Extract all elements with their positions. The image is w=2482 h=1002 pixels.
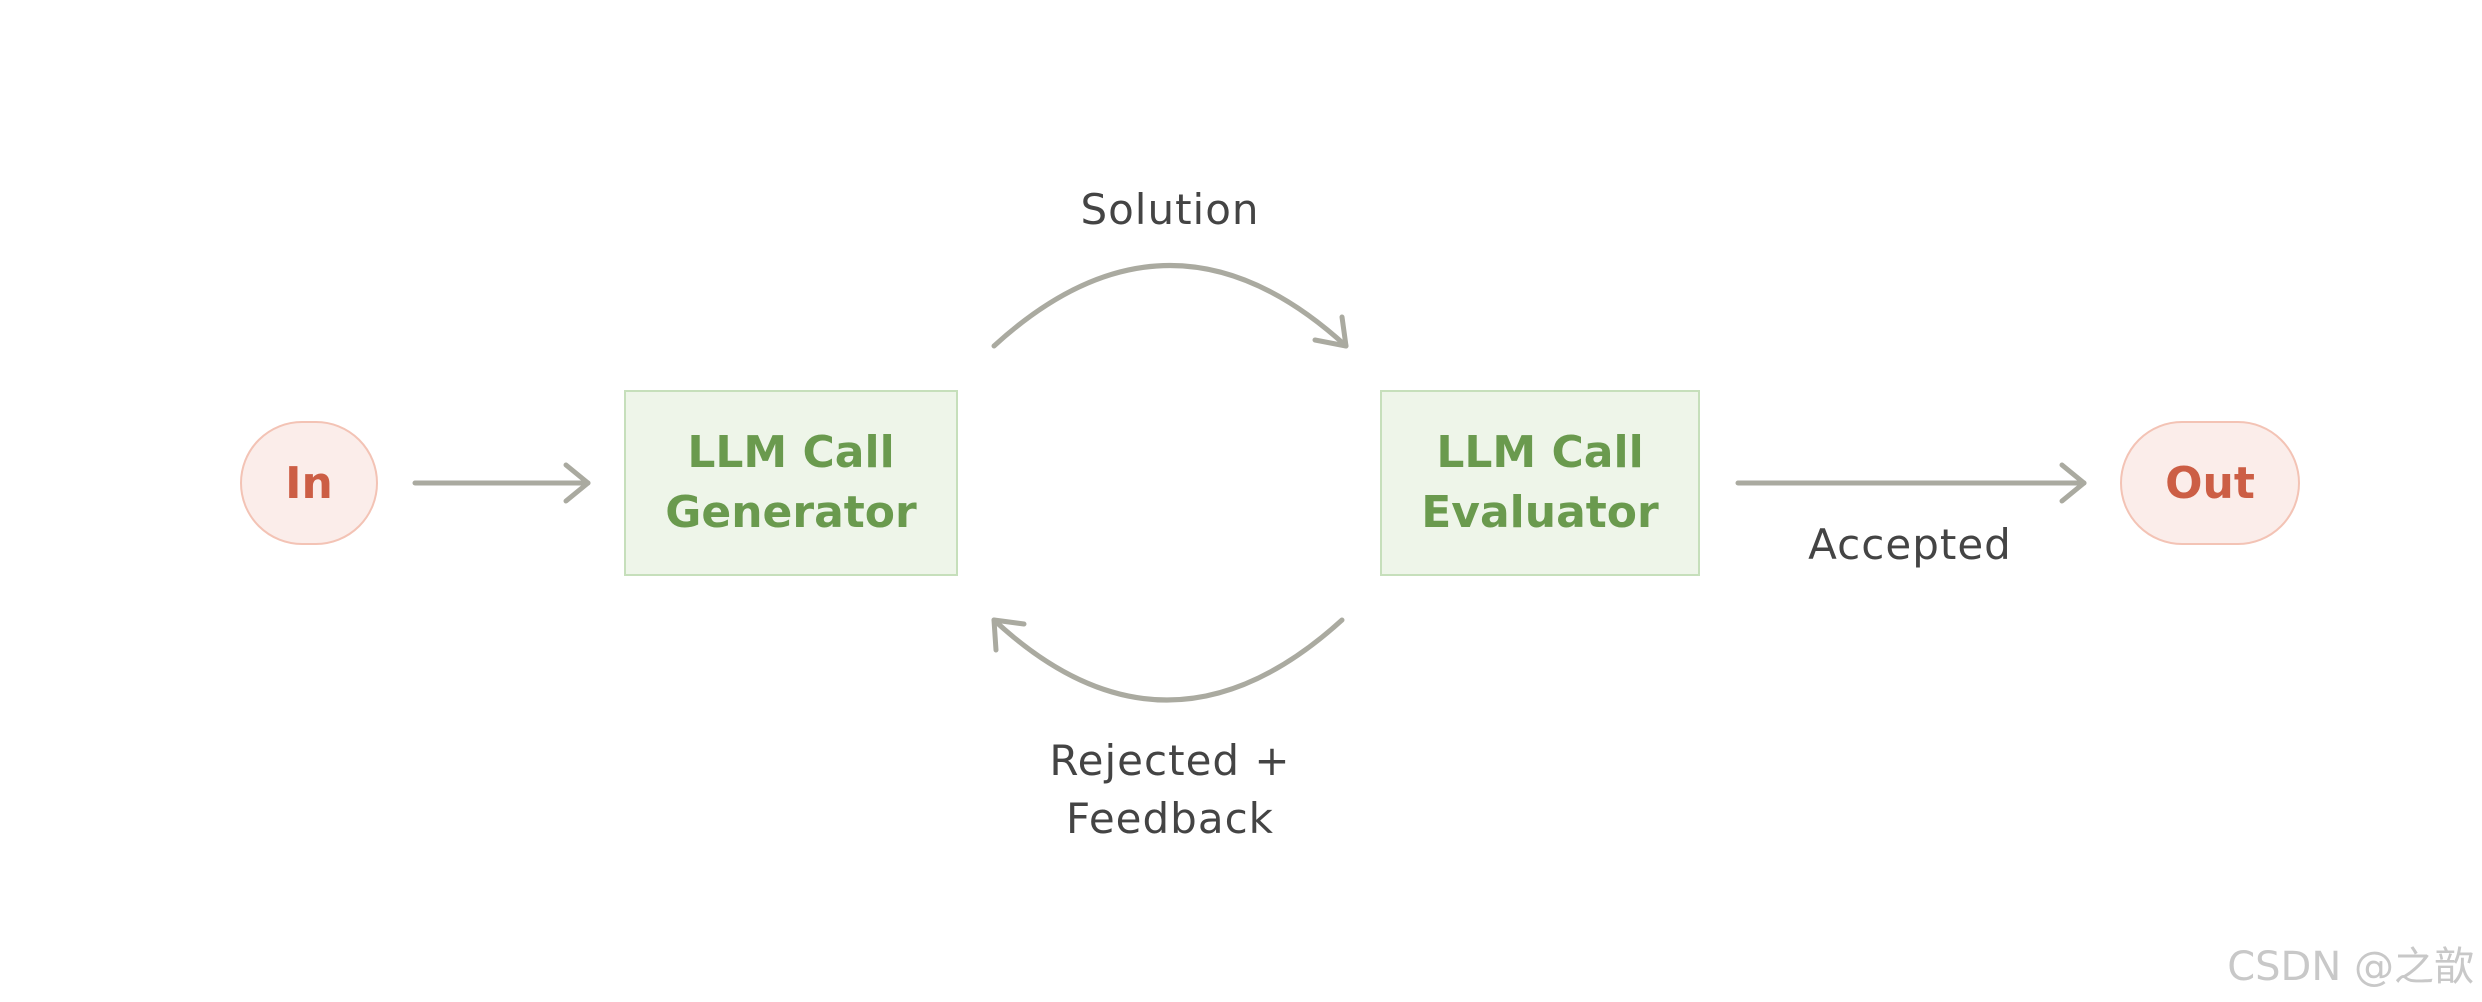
llm-evaluator-node: LLM Call Evaluator [1380, 390, 1700, 576]
output-node-label: Out [2165, 457, 2255, 509]
arrow-rejected [991, 617, 1345, 703]
generator-label-line1: LLM Call [687, 427, 895, 478]
arrowhead-accepted [2059, 462, 2087, 504]
evaluator-label-line2: Evaluator [1421, 487, 1659, 538]
rejected-label-line1: Rejected + [1049, 736, 1291, 785]
llm-generator-node: LLM Call Generator [624, 390, 958, 576]
generator-label-line2: Generator [665, 487, 917, 538]
rejected-label-line2: Feedback [1065, 794, 1274, 843]
arrowhead-solution [1312, 314, 1349, 349]
evaluator-label-line1: LLM Call [1436, 427, 1644, 478]
input-node: In [240, 421, 378, 545]
output-node: Out [2120, 421, 2300, 545]
arrowhead-rejected [991, 617, 1027, 653]
solution-label: Solution [1080, 185, 1260, 234]
accepted-label: Accepted [1808, 520, 2012, 569]
rejected-feedback-label: Rejected + Feedback [1020, 732, 1320, 848]
arrowhead-in-to-generator [563, 462, 591, 504]
watermark: CSDN @之歆 [2227, 944, 2474, 990]
arrow-solution [991, 263, 1349, 349]
input-node-label: In [285, 457, 333, 509]
